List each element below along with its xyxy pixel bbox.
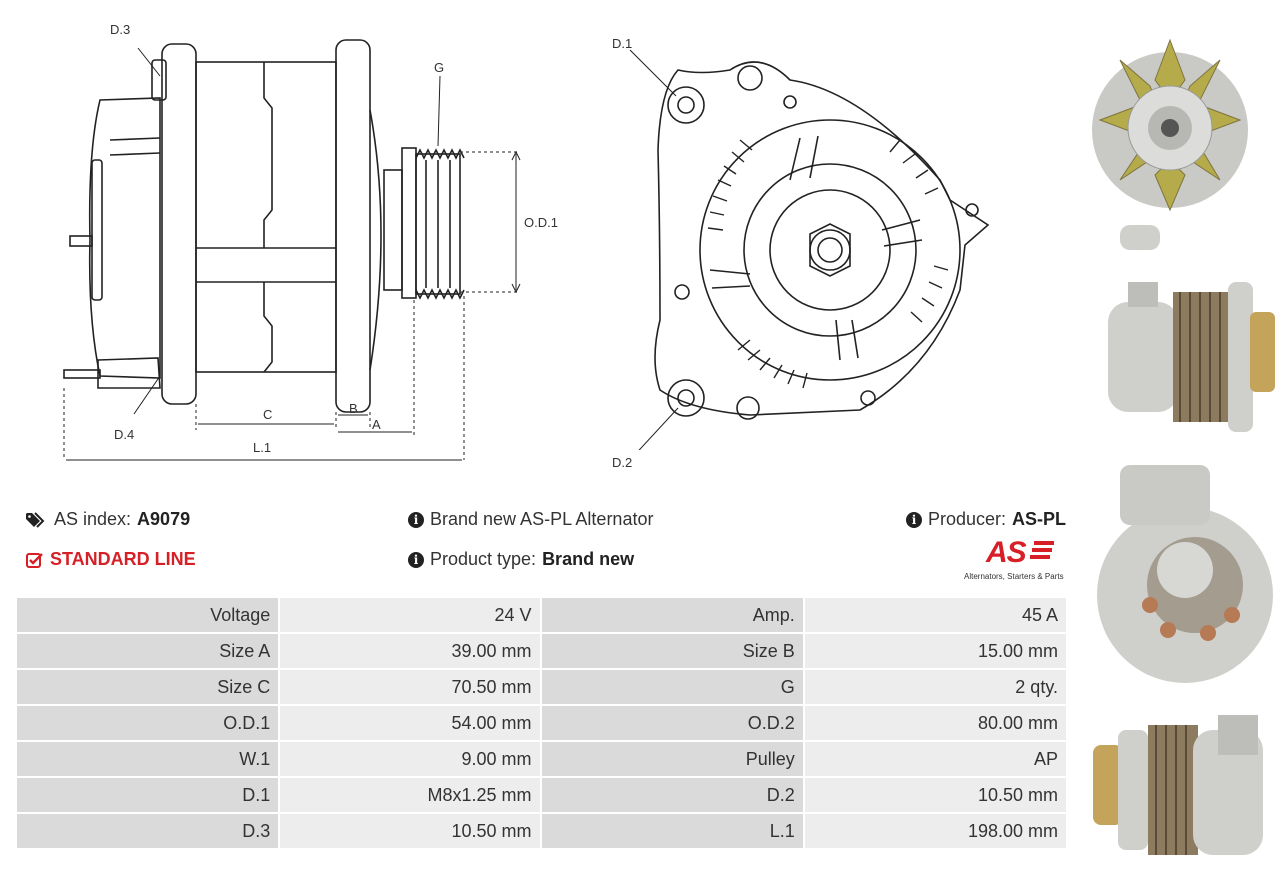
label-g: G xyxy=(434,60,445,75)
spec-value: AP xyxy=(804,742,1066,776)
as-index-row: AS index: A9079 xyxy=(26,509,190,530)
producer-label: Producer: xyxy=(928,509,1007,529)
as-index-label: AS index: xyxy=(54,509,132,529)
spec-value: 70.50 mm xyxy=(280,670,540,704)
product-photo-side xyxy=(1108,282,1275,432)
spec-value: 10.50 mm xyxy=(280,814,540,848)
spec-value: 24 V xyxy=(280,598,540,632)
spec-value: 39.00 mm xyxy=(280,634,540,668)
spec-key: Size B xyxy=(541,634,803,668)
spec-key: Size A xyxy=(17,634,279,668)
info-icon: i xyxy=(906,511,922,528)
spec-value: 10.50 mm xyxy=(804,778,1066,812)
spec-value: 2 qty. xyxy=(804,670,1066,704)
label-d2: D.2 xyxy=(612,455,633,470)
label-d3: D.3 xyxy=(110,22,131,37)
info-icon: i xyxy=(408,511,424,528)
spec-key: O.D.1 xyxy=(17,706,279,740)
label-a: A xyxy=(372,417,381,432)
label-c: C xyxy=(263,407,273,422)
producer-row: i Producer: AS-PL xyxy=(906,509,1066,530)
spec-value: 198.00 mm xyxy=(804,814,1066,848)
spec-key: Voltage xyxy=(17,598,279,632)
product-type-label: Product type: xyxy=(430,549,537,569)
side-view-drawing xyxy=(63,39,521,461)
spec-value: 80.00 mm xyxy=(804,706,1066,740)
spec-key: Amp. xyxy=(541,598,803,632)
product-type-row: i Product type: Brand new xyxy=(408,549,634,570)
info-icon: i xyxy=(408,551,424,568)
label-l1: L.1 xyxy=(253,440,272,455)
spec-key: D.1 xyxy=(17,778,279,812)
product-type-value: Brand new xyxy=(542,549,635,569)
as-pl-logo: AS Alternators, Starters & Parts xyxy=(964,538,1068,584)
logo-stripes xyxy=(1030,541,1054,559)
spec-value: M8x1.25 mm xyxy=(280,778,540,812)
label-b: B xyxy=(349,401,358,416)
label-od1: O.D.1 xyxy=(524,215,558,230)
logo-mark: AS xyxy=(986,536,1027,569)
description-text: Brand new AS-PL Alternator xyxy=(430,509,654,529)
logo-tagline: Alternators, Starters & Parts xyxy=(964,572,1064,581)
spec-value: 15.00 mm xyxy=(804,634,1066,668)
spec-key: Pulley xyxy=(541,742,803,776)
spec-key: G xyxy=(541,670,803,704)
product-photo-rear xyxy=(1097,465,1273,683)
spec-key: D.2 xyxy=(541,778,803,812)
standard-line-label: STANDARD LINE xyxy=(50,549,196,569)
front-view-drawing xyxy=(629,49,990,450)
standard-line-row: STANDARD LINE xyxy=(26,549,196,570)
product-photo-front xyxy=(1092,38,1248,250)
description-row: i Brand new AS-PL Alternator xyxy=(408,509,653,530)
spec-key: L.1 xyxy=(541,814,803,848)
product-photo-side-2 xyxy=(1093,715,1263,855)
spec-key: W.1 xyxy=(17,742,279,776)
tags-icon xyxy=(26,511,45,528)
spec-key: D.3 xyxy=(17,814,279,848)
spec-key: Size C xyxy=(17,670,279,704)
spec-value: 54.00 mm xyxy=(280,706,540,740)
label-d1: D.1 xyxy=(612,36,633,51)
spec-value: 9.00 mm xyxy=(280,742,540,776)
as-index-value: A9079 xyxy=(137,509,191,529)
spec-value: 45 A xyxy=(804,598,1066,632)
checkbox-icon xyxy=(26,552,43,568)
label-d4: D.4 xyxy=(114,427,135,442)
producer-value: AS-PL xyxy=(1012,509,1067,529)
spec-key: O.D.2 xyxy=(541,706,803,740)
